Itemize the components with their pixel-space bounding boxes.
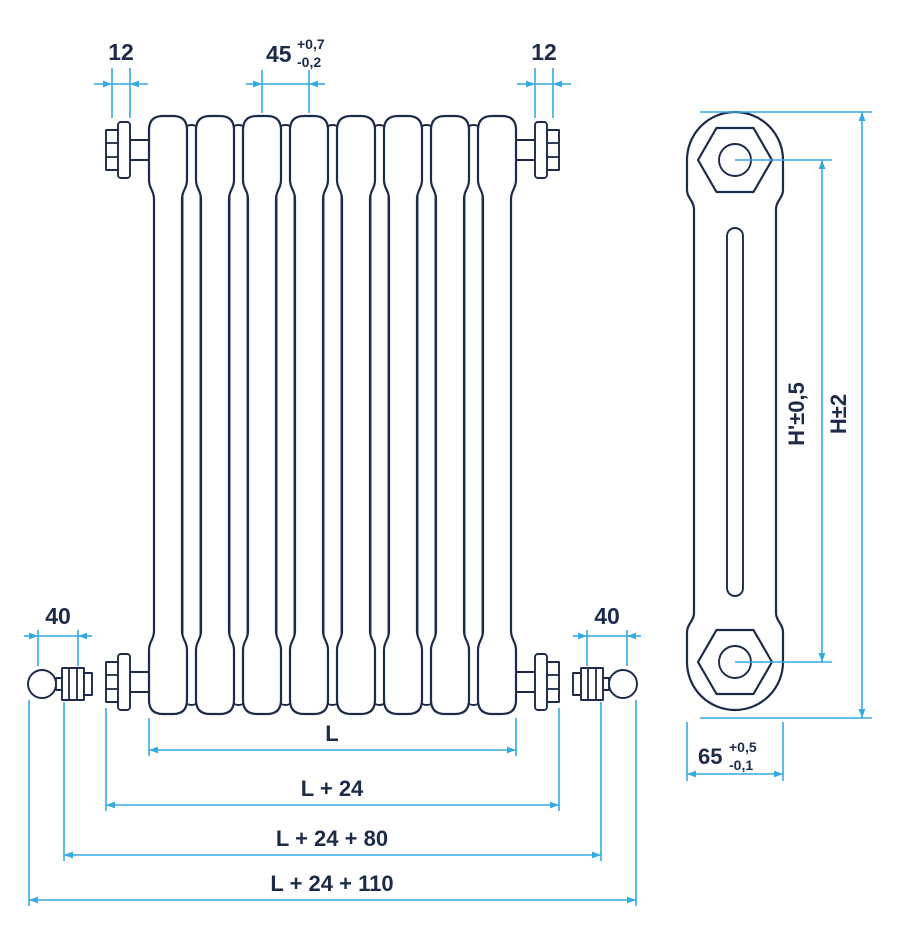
dimension-arrow: [818, 653, 826, 662]
rear-tube: [275, 124, 296, 706]
dimension-arrow: [106, 801, 115, 809]
dimension-arrow: [687, 770, 696, 778]
dimension-arrow: [78, 632, 87, 640]
bottom-left-bushing: [105, 653, 153, 711]
dimension-arrow: [309, 80, 318, 88]
right-valve: [572, 667, 638, 701]
bushing-plug: [105, 661, 119, 703]
dim-label-pitch-tol-plus: +0,7: [297, 36, 325, 52]
radiator-section: [194, 114, 236, 716]
dim-label-height-overall: H±2: [826, 394, 851, 434]
dim-label-valve-right: 40: [594, 603, 620, 629]
bushing-flange: [117, 121, 131, 179]
dim-label-length-valve: L + 24 + 80: [276, 826, 388, 851]
valve-ball: [27, 669, 57, 699]
top-left-bushing: [105, 121, 153, 179]
valve-body: [61, 667, 85, 701]
dim-label-pitch-tol-minus: -0,2: [297, 54, 321, 70]
dim-label-length-overall: L + 24 + 110: [270, 871, 393, 896]
rear-tube: [181, 124, 202, 706]
dim-label-bushing-right: 12: [531, 39, 557, 65]
dimension-arrow: [550, 801, 559, 809]
rear-tube: [369, 124, 390, 706]
dimension-labels: 12 12 45 +0,7 -0,2 40 40 L L + 24 L + 24…: [45, 36, 851, 896]
dim-label-height-centres: H'±0,5: [784, 382, 809, 446]
dimension-lines: [24, 68, 872, 906]
valve-body: [580, 667, 604, 701]
top-right-bushing: [512, 121, 560, 179]
bushing-flange: [117, 653, 131, 711]
valve-cap: [572, 672, 582, 696]
front-sections: [147, 114, 518, 716]
dim-label-length-tappings: L + 24: [301, 776, 364, 801]
side-view: [685, 110, 785, 712]
dimension-arrow: [627, 896, 636, 904]
dimension-arrow: [149, 746, 158, 754]
dimension-arrow: [526, 80, 535, 88]
dimension-arrow: [858, 112, 866, 121]
side-slot: [726, 227, 744, 597]
dimension-arrow: [858, 709, 866, 718]
dim-label-length: L: [325, 721, 338, 746]
dimension-arrow: [103, 80, 112, 88]
valve-cap: [83, 672, 93, 696]
bushing-plug: [105, 129, 119, 171]
dim-label-depth-tol-plus: +0,5: [729, 739, 757, 755]
dim-label-pitch: 45: [266, 41, 292, 67]
left-valve: [27, 667, 93, 701]
dim-label-depth: 65: [698, 744, 722, 769]
rear-tube: [322, 124, 343, 706]
dimension-arrow: [507, 746, 516, 754]
dimension-arrow: [774, 770, 783, 778]
dim-label-bushing-left: 12: [108, 39, 134, 65]
radiator-section: [147, 114, 189, 716]
bushing-plug: [546, 661, 560, 703]
bushing-plug: [546, 129, 560, 171]
rear-tube: [416, 124, 437, 706]
dimension-arrow: [64, 851, 73, 859]
bushing-flange: [534, 653, 548, 711]
dimension-arrow: [553, 80, 562, 88]
bushing-flange: [534, 121, 548, 179]
bottom-right-bushing: [512, 653, 560, 711]
dimension-arrow: [627, 632, 636, 640]
dimension-arrow: [130, 80, 139, 88]
dimension-arrow: [253, 80, 262, 88]
dimension-arrow: [29, 632, 38, 640]
radiator-section: [241, 114, 283, 716]
dimension-arrow: [29, 896, 38, 904]
radiator-section: [382, 114, 424, 716]
rear-tube: [463, 124, 484, 706]
dimension-arrow: [578, 632, 587, 640]
dimension-arrow: [818, 160, 826, 169]
radiator-section: [288, 114, 330, 716]
dim-label-valve-left: 40: [45, 603, 71, 629]
dimension-arrow: [592, 851, 601, 859]
rear-tube: [228, 124, 249, 706]
radiator-section: [429, 114, 471, 716]
dim-label-depth-tol-minus: -0,1: [729, 757, 753, 773]
radiator-section: [476, 114, 518, 716]
valve-ball: [608, 669, 638, 699]
radiator-section: [335, 114, 377, 716]
